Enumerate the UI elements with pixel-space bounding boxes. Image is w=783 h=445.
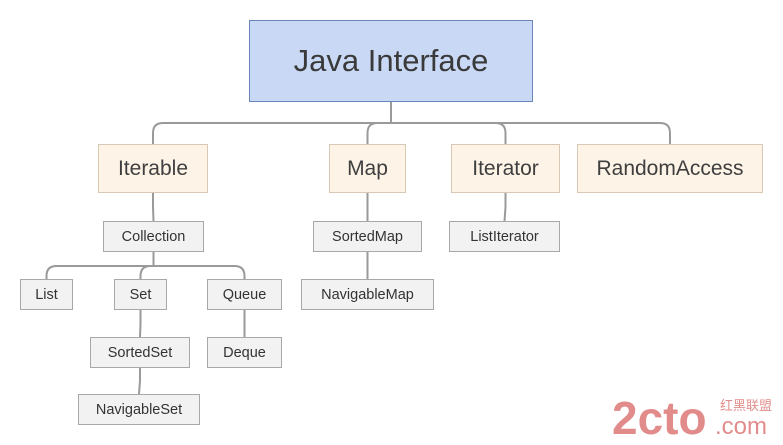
node-label: List [35, 286, 58, 303]
node-list: List [20, 279, 73, 310]
node-label: Java Interface [293, 43, 489, 78]
root-node-java-interface: Java Interface [249, 20, 533, 102]
node-label: SortedSet [107, 344, 173, 361]
node-navigable-set: NavigableSet [78, 394, 200, 425]
watermark-logo-suffix: .com [715, 413, 767, 440]
node-sorted-map: SortedMap [313, 221, 422, 252]
node-label: Collection [121, 228, 186, 245]
connector-collection-queue [153, 265, 246, 279]
watermark-logo: 2cto .com 红黑联盟 [612, 392, 772, 440]
node-label: RandomAccess [596, 156, 744, 180]
node-label: Iterator [472, 156, 539, 180]
node-label: Map [347, 156, 388, 180]
node-label: Queue [222, 286, 267, 303]
connector-root-iterable [152, 122, 391, 144]
connector-iterator-list_iterator [503, 206, 507, 222]
connector-iterable-collection [152, 206, 155, 222]
connector-collection-list [45, 265, 154, 279]
connector-collection-set [139, 265, 154, 279]
node-queue: Queue [207, 279, 282, 310]
node-navigable-map: NavigableMap [301, 279, 434, 310]
connector-root-iterator [391, 122, 507, 144]
connector-set-sorted_set [139, 323, 142, 338]
node-label: NavigableSet [95, 401, 183, 418]
node-list-iterator: ListIterator [449, 221, 560, 252]
node-label: NavigableMap [321, 286, 414, 303]
node-label: ListIterator [470, 228, 539, 245]
node-iterator: Iterator [451, 144, 560, 193]
node-label: SortedMap [332, 228, 403, 245]
node-map: Map [329, 144, 406, 193]
node-deque: Deque [207, 337, 282, 368]
node-label: Deque [223, 344, 266, 361]
node-set: Set [114, 279, 167, 310]
watermark-tagline: 红黑联盟 [720, 398, 772, 414]
watermark-logo-text: 2cto [612, 392, 707, 440]
connector-root-map [366, 122, 391, 144]
node-label: Iterable [117, 156, 189, 180]
node-sorted-set: SortedSet [90, 337, 190, 368]
node-collection: Collection [103, 221, 204, 252]
node-iterable: Iterable [98, 144, 208, 193]
connector-root-random_access [391, 122, 671, 144]
node-random-access: RandomAccess [577, 144, 763, 193]
connector-sorted_set-navigable_set [138, 380, 141, 395]
node-label: Set [129, 286, 152, 303]
